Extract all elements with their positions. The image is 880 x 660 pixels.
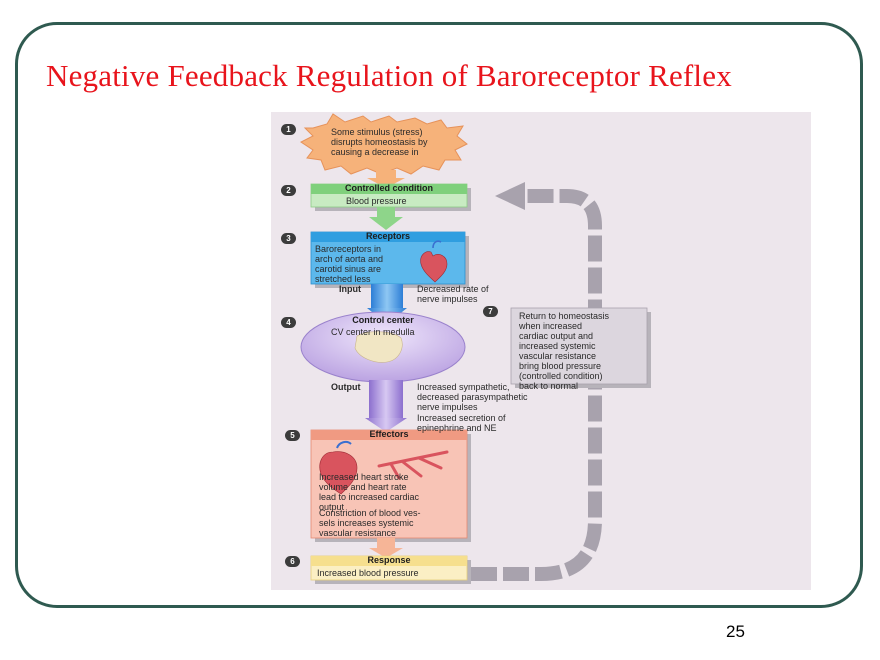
controlled-condition-header-bg: [311, 184, 467, 194]
slide-title: Negative Feedback Regulation of Barorece…: [46, 58, 732, 93]
step-5-badge: 5: [285, 430, 300, 441]
step-2-badge: 2: [281, 185, 296, 196]
baroreceptor-diagram: 1 2 3 4 5 6 7 Some stimulus (stress) dis…: [271, 112, 811, 590]
output-label: Output: [331, 382, 361, 392]
homeostasis-text: Return to homeostasis when increased car…: [519, 311, 610, 391]
receptor-heart-icon: [420, 251, 448, 283]
receptors-text: Baroreceptors in arch of aorta and carot…: [315, 244, 384, 284]
control-center-text: CV center in medulla: [331, 327, 415, 337]
controlled-condition-header: Controlled condition: [345, 183, 433, 193]
effectors-text-2: Constriction of blood ves- sels increase…: [319, 508, 421, 538]
page-number: 25: [726, 622, 745, 641]
effectors-text-1: Increased heart stroke volume and heart …: [319, 472, 420, 512]
step-1-badge: 1: [281, 124, 296, 135]
output-text-2: Increased secretion of epinephrine and N…: [417, 413, 506, 433]
receptors-header-bg: [311, 232, 465, 242]
output-arrow: [369, 380, 403, 420]
arrow-stimulus-to-condition: [367, 170, 405, 188]
response-text: Increased blood pressure: [317, 568, 419, 578]
step-6-badge: 6: [285, 556, 300, 567]
input-text: Decreased rate of nerve impulses: [417, 284, 489, 304]
response-header: Response: [367, 555, 411, 565]
diagram-graphics: [300, 113, 651, 584]
feedback-loop-arrow: [471, 189, 602, 581]
blood-vessel-icon: [377, 450, 449, 480]
stimulus-text: Some stimulus (stress) disrupts homeosta…: [331, 127, 428, 157]
step-7-badge: 7: [483, 306, 498, 317]
arrow-condition-to-receptors: [369, 207, 403, 230]
input-label: Input: [339, 284, 361, 294]
step-4-badge: 4: [281, 317, 296, 328]
receptors-header: Receptors: [365, 231, 410, 241]
step-3-badge: 3: [281, 233, 296, 244]
arrow-effectors-to-response: [369, 538, 403, 558]
brain-icon: [354, 331, 403, 363]
stimulus-burst: [300, 113, 468, 175]
slide-frame: [15, 22, 863, 608]
effector-heart-icon: [319, 451, 358, 495]
feedback-arrowhead: [495, 182, 525, 210]
response-header-bg: [311, 556, 467, 566]
effectors-header: Effectors: [369, 429, 409, 439]
controlled-condition-text: Blood pressure: [346, 196, 407, 206]
effectors-header-bg: [311, 430, 467, 440]
control-center-header: Control center: [352, 315, 414, 325]
output-text-1: Increased sympathetic, decreased parasym…: [417, 382, 528, 412]
homeostasis-box: [510, 307, 648, 385]
input-arrow: [371, 284, 403, 308]
